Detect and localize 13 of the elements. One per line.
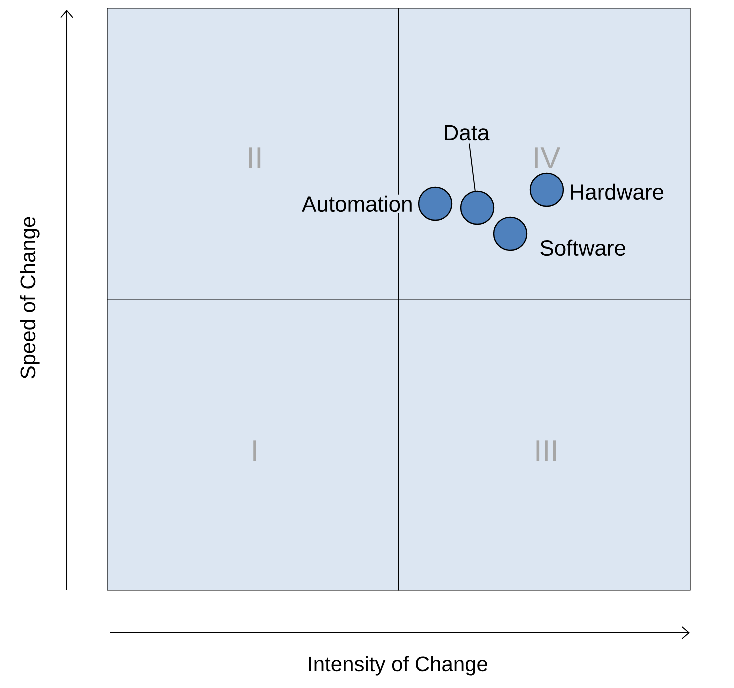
axis-title: Speed of Change xyxy=(20,217,40,379)
quadrant-box: III xyxy=(398,299,691,591)
point-label: Hardware xyxy=(568,182,666,202)
circle-marker xyxy=(493,216,528,252)
point-label: Automation xyxy=(301,194,414,214)
data-label: Data xyxy=(445,125,490,141)
circle-marker xyxy=(460,190,495,226)
circle-marker xyxy=(530,172,564,208)
leader-line xyxy=(469,143,476,192)
axis-title: Intensity of Change xyxy=(309,656,488,676)
point-label: Software xyxy=(538,238,628,258)
circle-marker xyxy=(418,186,453,222)
quadrant-box: I xyxy=(107,299,400,591)
